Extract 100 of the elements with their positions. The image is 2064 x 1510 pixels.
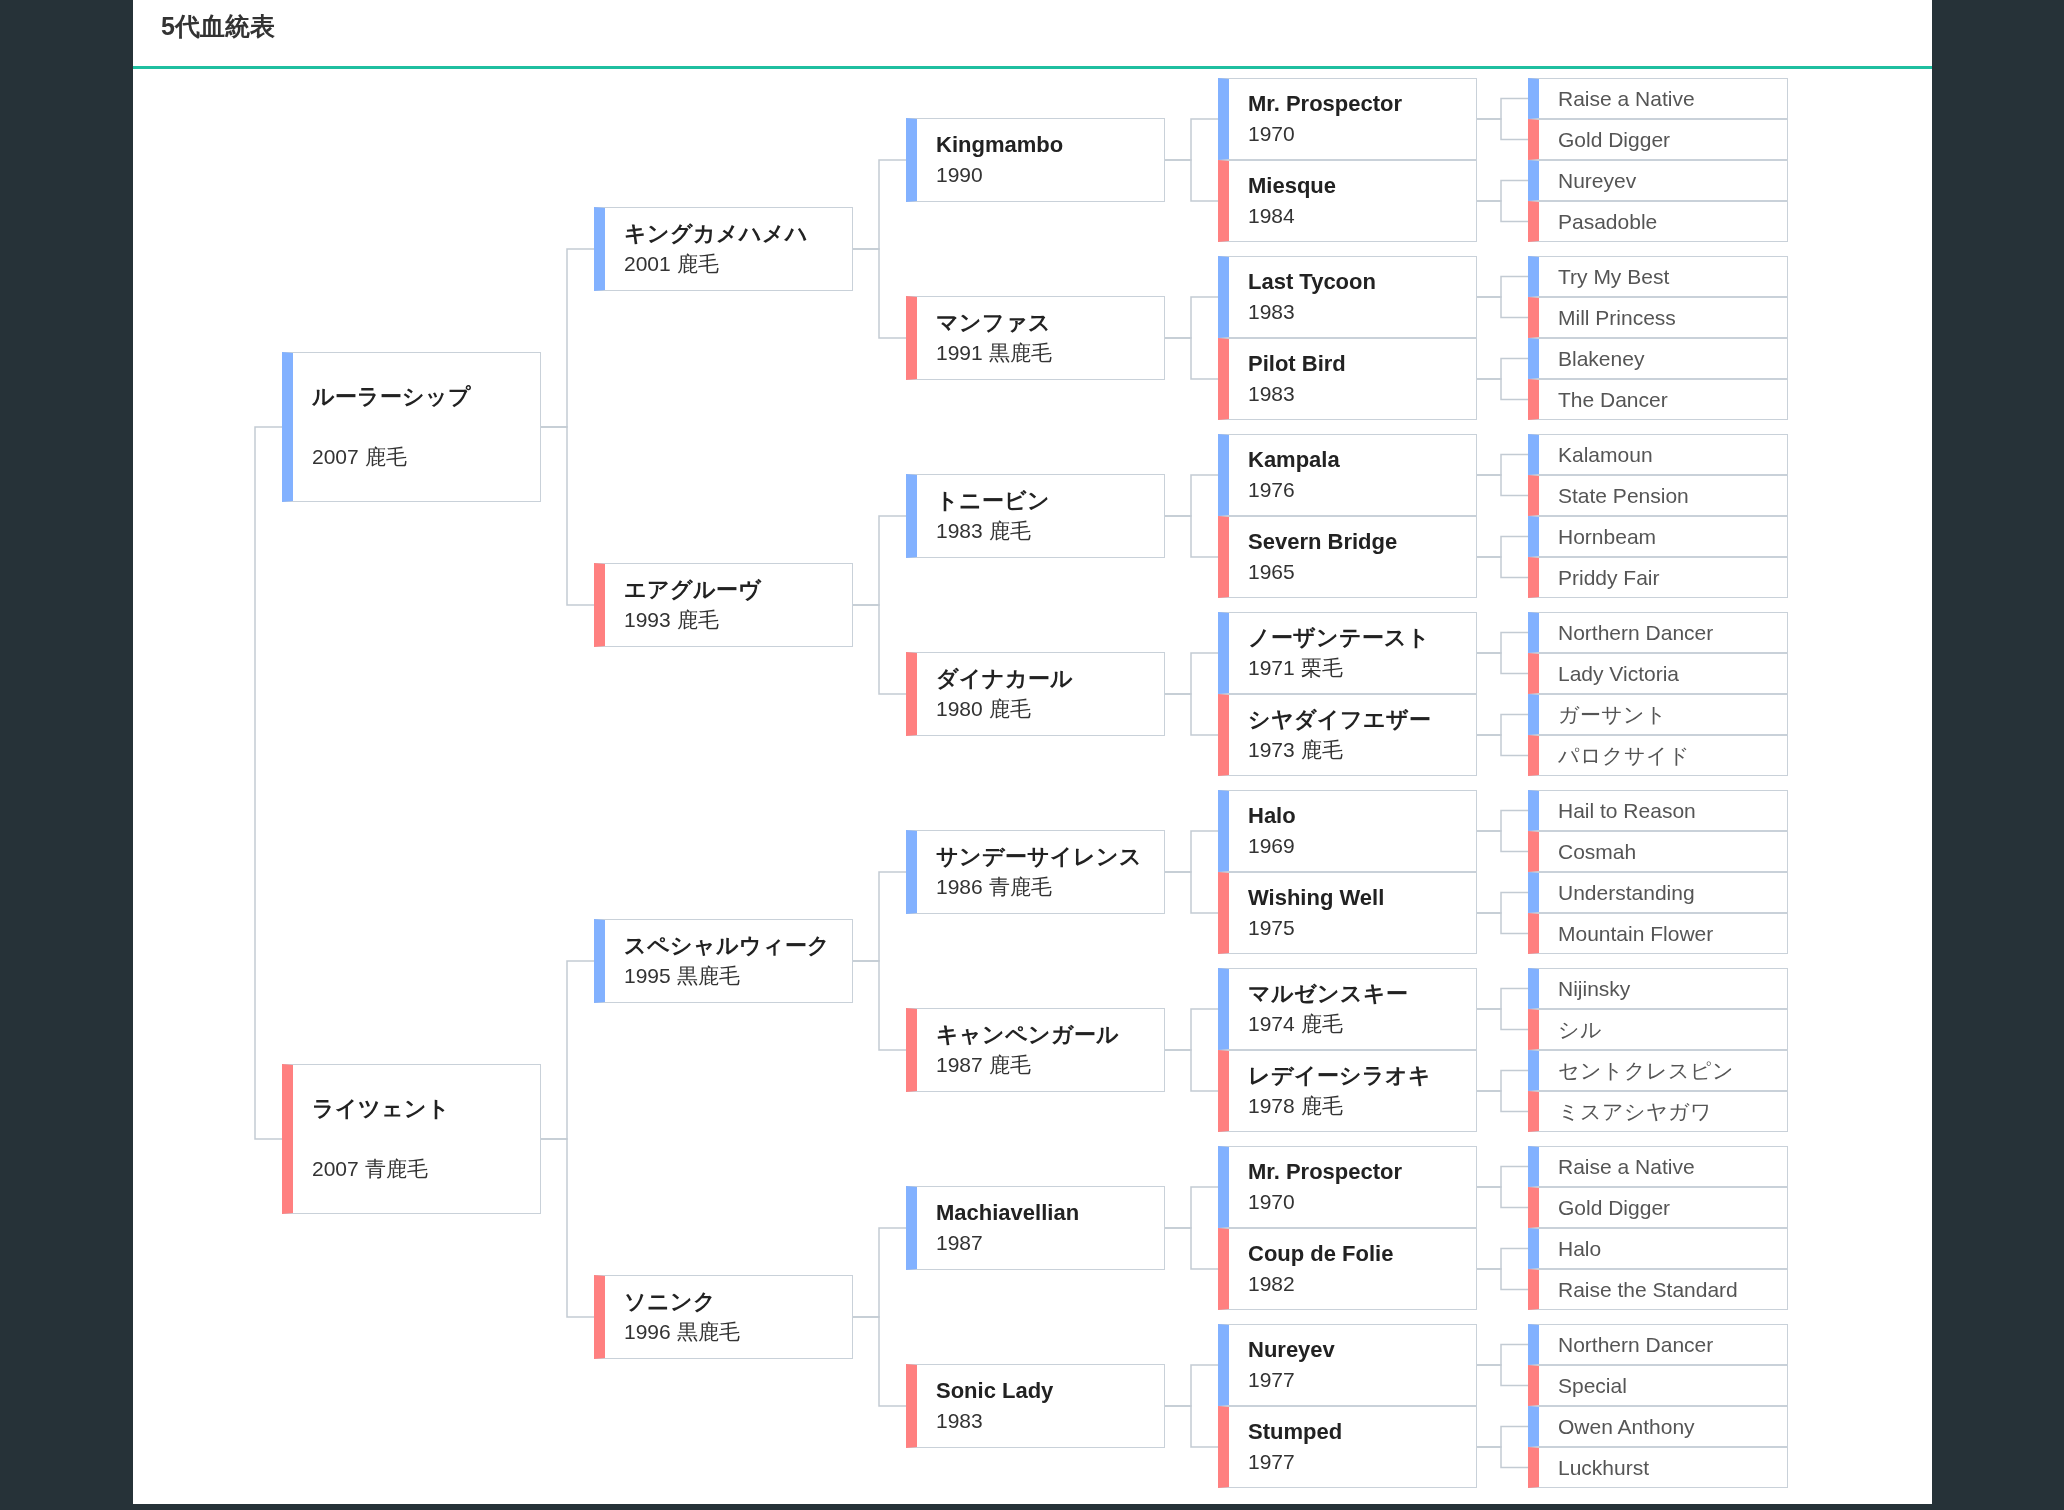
horse-name: Luckhurst [1558, 1454, 1650, 1481]
pedigree-box [1218, 434, 1477, 516]
birth-info: 1983 [936, 1408, 983, 1434]
horse-name: セントクレスピン [1558, 1057, 1734, 1084]
pedigree-box [1528, 434, 1788, 475]
horse-name: Mountain Flower [1558, 920, 1714, 947]
horse-name: Gold Digger [1558, 126, 1671, 153]
pedigree-box [1218, 1050, 1477, 1132]
connector-line [1476, 378, 1529, 401]
connector-line [1164, 159, 1219, 202]
birth-info: 1980 鹿毛 [936, 696, 1031, 722]
horse-name: ガーサント [1558, 701, 1667, 728]
pedigree-box [1528, 1187, 1788, 1228]
horse-name: Try My Best [1558, 263, 1670, 290]
pedigree-box [1218, 256, 1477, 338]
horse-name: Pasadoble [1558, 208, 1658, 235]
birth-info: 1991 黒鹿毛 [936, 340, 1052, 366]
horse-name: Kalamoun [1558, 441, 1653, 468]
horse-name: Last Tycoon [1248, 268, 1376, 296]
birth-info: 1987 [936, 1230, 983, 1256]
pedigree-box [906, 118, 1165, 202]
birth-info: 1982 [1248, 1271, 1295, 1297]
horse-name: シル [1558, 1016, 1602, 1043]
pedigree-box [1528, 475, 1788, 516]
birth-info: 1973 鹿毛 [1248, 737, 1343, 763]
birth-info: 1996 黒鹿毛 [624, 1319, 740, 1345]
pedigree-box [1528, 1009, 1788, 1050]
connector-line [540, 426, 595, 606]
connector-line [852, 1316, 907, 1407]
connector-line [1476, 652, 1529, 675]
pedigree-box [1528, 297, 1788, 338]
connector-line [1476, 912, 1529, 935]
pedigree-box [1218, 790, 1477, 872]
connector-line [1164, 693, 1219, 736]
horse-name: サンデーサイレンス [936, 843, 1142, 871]
horse-name: キャンペンガール [936, 1021, 1119, 1049]
horse-name: Kingmambo [936, 131, 1064, 159]
pedigree-box [906, 474, 1165, 558]
birth-info: 1983 [1248, 299, 1295, 325]
connector-line [1476, 1186, 1529, 1209]
horse-name: Coup de Folie [1248, 1240, 1394, 1268]
connector-line [1476, 830, 1529, 853]
birth-info: 1987 鹿毛 [936, 1052, 1031, 1078]
pedigree-box [1528, 968, 1788, 1009]
birth-info: 2007 鹿毛 [312, 444, 407, 470]
horse-name: Mill Princess [1558, 304, 1676, 331]
birth-info: 1977 [1248, 1449, 1295, 1475]
birth-info: 2001 鹿毛 [624, 251, 719, 277]
birth-info: 2007 青鹿毛 [312, 1156, 428, 1182]
birth-info: 1970 [1248, 121, 1295, 147]
horse-name: Raise the Standard [1558, 1276, 1738, 1303]
pedigree-box [594, 207, 853, 291]
birth-info: 1969 [1248, 833, 1295, 859]
horse-name: レデイーシラオキ [1248, 1062, 1431, 1090]
pedigree-box [1528, 160, 1788, 201]
pedigree-box [1528, 735, 1788, 776]
birth-info: 1976 [1248, 477, 1295, 503]
birth-info: 1978 鹿毛 [1248, 1093, 1343, 1119]
pedigree-box [1528, 1228, 1788, 1269]
pedigree-box [1218, 1228, 1477, 1310]
horse-name: Northern Dancer [1558, 619, 1714, 646]
connector-line [1476, 1268, 1529, 1291]
pedigree-box [1218, 78, 1477, 160]
birth-info: 1983 [1248, 381, 1295, 407]
horse-name: パロクサイド [1558, 742, 1690, 769]
horse-name: Nijinsky [1558, 975, 1631, 1002]
horse-name: Machiavellian [936, 1199, 1080, 1227]
pedigree-box [1528, 694, 1788, 735]
pedigree-box [1528, 872, 1788, 913]
birth-info: 1977 [1248, 1367, 1295, 1393]
connector-line [1476, 1446, 1529, 1469]
horse-name: Hail to Reason [1558, 797, 1696, 824]
connector-line [1164, 337, 1219, 380]
connector-line [852, 248, 907, 339]
horse-name: Halo [1558, 1235, 1602, 1262]
pedigree-box [1528, 1406, 1788, 1447]
connector-line [1164, 1227, 1219, 1270]
pedigree-box [1528, 1324, 1788, 1365]
horse-name: ライツェント [312, 1095, 450, 1123]
horse-name: Mr. Prospector [1248, 1158, 1403, 1186]
horse-name: Raise a Native [1558, 85, 1695, 112]
pedigree-box [1528, 1447, 1788, 1488]
pedigree-box [906, 1186, 1165, 1270]
pedigree-box [1218, 1146, 1477, 1228]
pedigree-box [594, 563, 853, 647]
pedigree-box [1528, 612, 1788, 653]
connector-line [1476, 200, 1529, 223]
horse-name: Owen Anthony [1558, 1413, 1695, 1440]
birth-info: 1990 [936, 162, 983, 188]
horse-name: Kampala [1248, 446, 1340, 474]
connector-line [1164, 1405, 1219, 1448]
birth-info: 1986 青鹿毛 [936, 874, 1052, 900]
pedigree-box [282, 352, 541, 502]
pedigree-box [1528, 653, 1788, 694]
horse-name: ソニンク [624, 1288, 716, 1316]
pedigree-box [1218, 612, 1477, 694]
horse-name: Pilot Bird [1248, 350, 1346, 378]
horse-name: Blakeney [1558, 345, 1645, 372]
pedigree-box [1528, 379, 1788, 420]
connector-line [1164, 871, 1219, 914]
